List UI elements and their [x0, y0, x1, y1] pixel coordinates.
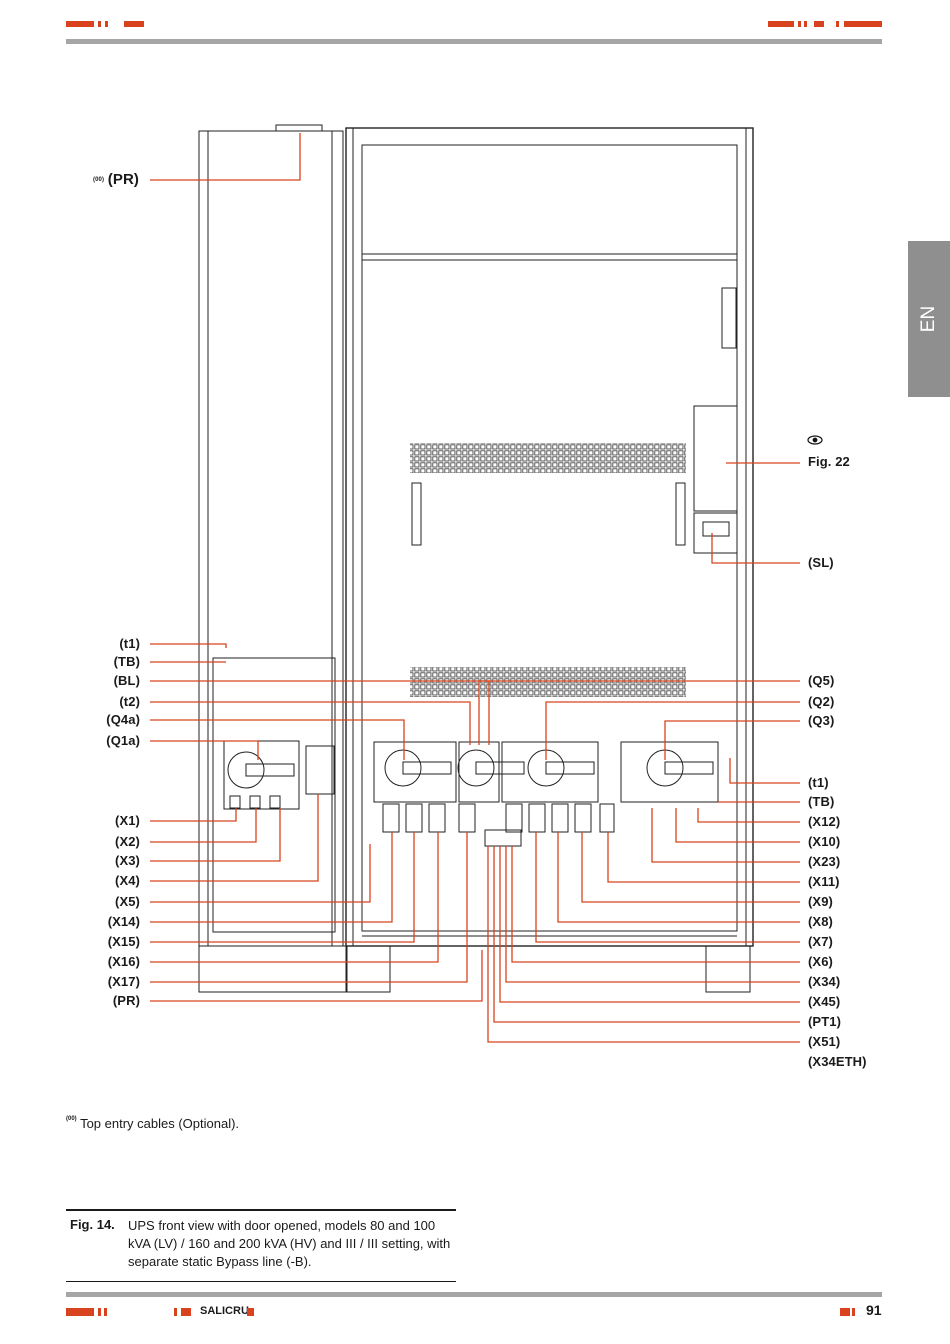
footnote: (00) Top entry cables (Optional). — [66, 1116, 239, 1131]
left-label: (Q4a) — [106, 712, 140, 727]
left-label: (X15) — [107, 934, 140, 949]
right-label: (t1) — [808, 775, 829, 790]
right-label: (X51) — [808, 1034, 841, 1049]
fig-reference: Fig. 22 — [808, 454, 850, 469]
right-label: (X23) — [808, 854, 841, 869]
left-label: (BL) — [113, 673, 140, 688]
right-label: (SL) — [808, 555, 834, 570]
left-label: (TB) — [113, 654, 140, 669]
lower-vent-grid — [410, 667, 686, 697]
right-label: (X12) — [808, 814, 841, 829]
right-label: (Q5) — [808, 673, 835, 688]
upper-vent-grid — [410, 443, 686, 473]
right-label: (X10) — [808, 834, 841, 849]
footnote-marker: (00) — [66, 1116, 77, 1122]
left-label: (X17) — [107, 974, 140, 989]
footnote-text: Top entry cables (Optional). — [80, 1116, 240, 1131]
left-label: (Q1a) — [106, 733, 140, 748]
left-label: (X5) — [115, 894, 140, 909]
left-label: (PR) — [112, 993, 140, 1008]
top-entry-label-prefix: (00) — [93, 177, 105, 183]
right-label: (X6) — [808, 954, 833, 969]
left-label: (X4) — [115, 873, 140, 888]
eye-icon — [807, 435, 823, 445]
right-label: (PT1) — [808, 1014, 841, 1029]
left-label: (t1) — [119, 636, 140, 651]
top-entry-label-text: (PR) — [107, 171, 140, 188]
left-label: (X16) — [107, 954, 140, 969]
right-label: (X34ETH) — [808, 1054, 867, 1069]
page-number: 91 — [866, 1302, 882, 1318]
right-label: (X7) — [808, 934, 833, 949]
caption-number: Fig. 14. — [70, 1217, 115, 1232]
figure-caption: Fig. 14. UPS front view with door opened… — [66, 1209, 456, 1282]
cabinet-outline — [198, 124, 754, 993]
left-label: (X2) — [115, 834, 140, 849]
right-label: (X9) — [808, 894, 833, 909]
brand-name: SALICRU — [200, 1305, 249, 1317]
ups-front-view-drawing — [150, 124, 823, 1043]
right-label: (Q2) — [808, 694, 835, 709]
left-label: (t2) — [119, 694, 140, 709]
leader-lines — [150, 133, 800, 1043]
right-label: (X11) — [808, 874, 840, 889]
right-label: (X34) — [808, 974, 841, 989]
right-label: (TB) — [808, 794, 835, 809]
left-label: (X1) — [115, 813, 140, 828]
caption-text: UPS front view with door opened, models … — [128, 1218, 451, 1269]
right-label: (X45) — [808, 994, 841, 1009]
left-label: (X14) — [107, 914, 140, 929]
top-entry-label: (00) (PR) — [93, 172, 139, 188]
left-label: (X3) — [115, 853, 140, 868]
language-tab: EN — [908, 241, 950, 397]
right-label: (Q3) — [808, 713, 835, 728]
right-label: (X8) — [808, 914, 833, 929]
